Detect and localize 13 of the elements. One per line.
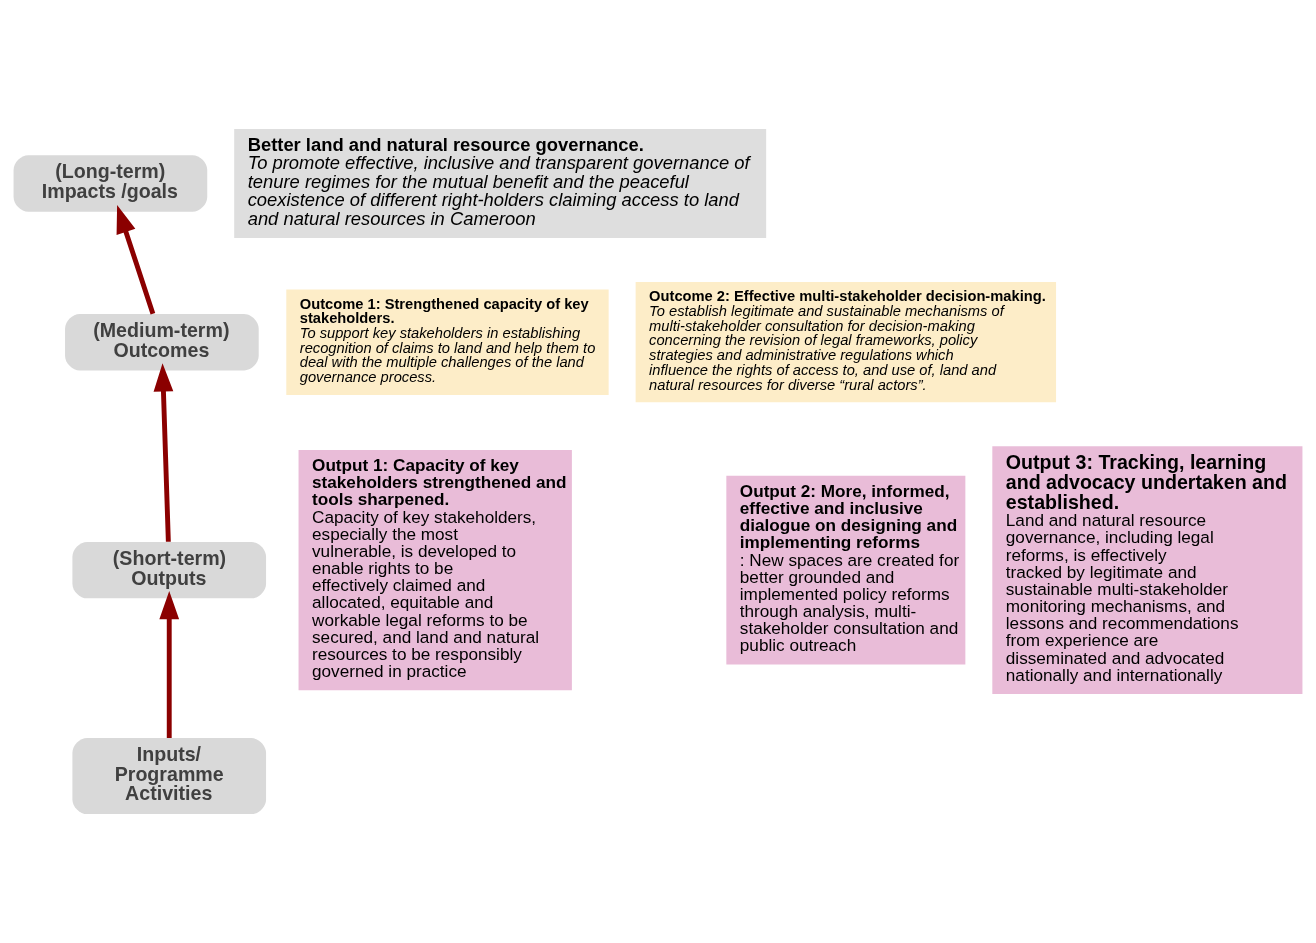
node-box: Output 3: Tracking, learning and advocacy undertaken and established. Land and natural resource governance, including legal reforms, is effectively tracked by legitimate and sustainable multi-stakeholder monitoring mechanisms, and lessons and recommendations from experience are disseminated and advocated nationally and internationally (992, 446, 1303, 694)
arrow (153, 363, 174, 542)
arrow (159, 591, 180, 739)
node-box: Inputs/ Programme Activities (72, 738, 267, 815)
node-box: Output 1: Capacity of key stakeholders strengthened and tools sharpened. Capacity of key stakeholders, especially the most vulnerable, is developed to enable rights to be effectively claimed and allocated, equitable and workable legal reforms to be secured, and land and natural resources to be responsibly governed in practice (298, 450, 572, 691)
node-box: Better land and natural resource governance. To promote effective, inclusive and transparent governance of tenure regimes for the mutual benefit and the peaceful coexistence of different right-holders claiming access to land and natural resources in Cameroon (234, 128, 767, 238)
arrow (116, 205, 156, 315)
node-box: Output 2: More, informed, effective and inclusive dialogue on designing and implementing reforms : New spaces are created for better grounded and implemented policy reforms through analysis, multi-stakeholder consultation and public outreach (726, 475, 966, 665)
node-box: (Medium-term) Outcomes (65, 314, 259, 371)
node-box: Outcome 2: Effective multi-stakeholder decision-making. To establish legitimate and sustainable mechanisms of multi-stakeholder consultation for decision-making concerning the revision of legal frameworks, policy strategies and administrative regulations which influence the rights of access to, and use of, land and natural resources for diverse “rural actors”. (635, 282, 1057, 403)
node-box: Outcome 1: Strengthened capacity of key stakeholders. To support key stakeholders in establishing recognition of claims to land and help them to deal with the multiple challenges of the land governance process. (286, 289, 609, 395)
node-box: (Short-term) Outputs (72, 542, 267, 599)
node-box: (Long-term) Impacts /goals (13, 155, 208, 212)
